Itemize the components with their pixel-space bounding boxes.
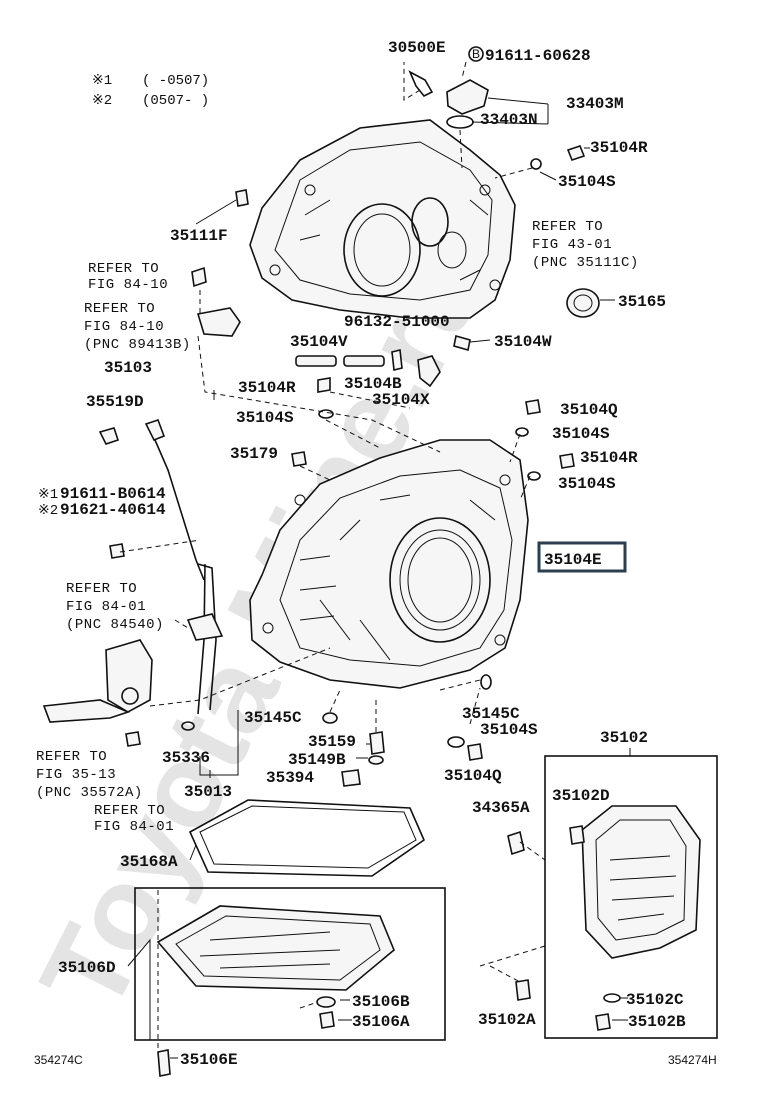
- ref-fig-43-01-line3[interactable]: (PNC 35111C): [532, 255, 639, 271]
- speed-sensor-parts: [408, 46, 489, 129]
- label-35102[interactable]: 35102: [600, 729, 648, 747]
- oil-pan-group-box: [134, 887, 446, 1041]
- label-35104S-mid[interactable]: 35104S: [236, 409, 294, 427]
- label-91611-B0614[interactable]: 91611-B0614: [60, 485, 166, 503]
- ref-fig-43-01-line1[interactable]: REFER TO: [532, 219, 603, 235]
- oil-pan-gasket: [188, 799, 425, 877]
- small-parts: [98, 145, 600, 559]
- label-35106E[interactable]: 35106E: [180, 1051, 238, 1069]
- label-35104X[interactable]: 35104X: [372, 391, 430, 409]
- label-35104Q-lower[interactable]: 35104Q: [444, 767, 502, 785]
- bolt-mark-b: B: [472, 47, 480, 61]
- label-35165[interactable]: 35165: [618, 293, 666, 311]
- label-35519D[interactable]: 35519D: [86, 393, 144, 411]
- reference-notes: REFER TO FIG 43-01 (PNC 35111C) REFER TO…: [36, 219, 639, 835]
- label-30500E[interactable]: 30500E: [388, 39, 446, 57]
- label-35179[interactable]: 35179: [230, 445, 278, 463]
- label-35394[interactable]: 35394: [266, 769, 314, 787]
- ref-fig-84-10b-line3[interactable]: (PNC 89413B): [84, 337, 191, 353]
- figure-code-right: 354274H: [668, 1053, 717, 1067]
- label-34365A[interactable]: 34365A: [472, 799, 530, 817]
- ref-fig-35-13-line1[interactable]: REFER TO: [36, 749, 107, 765]
- part-labels: 30500E 91611-60628 B 33403M 33403N 35104…: [38, 39, 686, 1069]
- label-91611-60628[interactable]: 91611-60628: [485, 47, 591, 65]
- oil-level-gauge: [144, 418, 224, 715]
- label-35104S-right1[interactable]: 35104S: [552, 425, 610, 443]
- label-35106A[interactable]: 35106A: [352, 1013, 410, 1031]
- neutral-start-switch: [42, 639, 153, 747]
- ref-fig-84-01a-line2[interactable]: FIG 84-01: [66, 599, 146, 615]
- label-35104R-top[interactable]: 35104R: [590, 139, 648, 157]
- label-35104R-right[interactable]: 35104R: [580, 449, 638, 467]
- oil-strainer: [515, 805, 701, 1031]
- label-35104R-mid[interactable]: 35104R: [238, 379, 296, 397]
- label-35168A[interactable]: 35168A: [120, 853, 178, 871]
- ref-fig-84-01b-line1[interactable]: REFER TO: [94, 803, 165, 819]
- ref-fig-43-01-line2[interactable]: FIG 43-01: [532, 237, 612, 253]
- variant-notes: ※1 ( -0507) ※2 (0507- ): [92, 73, 209, 109]
- label-33403N[interactable]: 33403N: [480, 111, 538, 129]
- note-mark-2: ※2: [92, 93, 112, 109]
- label-33403M[interactable]: 33403M: [566, 95, 624, 113]
- ref-fig-35-13-line2[interactable]: FIG 35-13: [36, 767, 116, 783]
- note-range-2: (0507- ): [142, 93, 209, 109]
- oil-pan: [156, 905, 395, 1077]
- label-35111F[interactable]: 35111F: [170, 227, 228, 245]
- note-range-1: ( -0507): [142, 73, 209, 89]
- small-parts-lower: [181, 674, 525, 856]
- label-35102C[interactable]: 35102C: [626, 991, 684, 1009]
- leader-lines: [119, 61, 631, 1059]
- transaxle-case: [249, 439, 529, 689]
- label-35145C-left[interactable]: 35145C: [244, 709, 302, 727]
- label-35104V[interactable]: 35104V: [290, 333, 348, 351]
- label-35013[interactable]: 35013: [184, 783, 232, 801]
- note-mark-1: ※1: [92, 73, 112, 89]
- strainer-group-box: [544, 755, 718, 1039]
- ref-fig-84-10b-line1[interactable]: REFER TO: [84, 301, 155, 317]
- label-35145C-right[interactable]: 35145C: [462, 705, 520, 723]
- label-35102B[interactable]: 35102B: [628, 1013, 686, 1031]
- ref-fig-84-10a-line1[interactable]: REFER TO: [88, 261, 159, 277]
- ref-fig-84-10b-line2[interactable]: FIG 84-10: [84, 319, 164, 335]
- ref-fig-84-01b-line2[interactable]: FIG 84-01: [94, 819, 174, 835]
- label-35104S-lower[interactable]: 35104S: [480, 721, 538, 739]
- label-35104S-right2[interactable]: 35104S: [558, 475, 616, 493]
- label-35104Q-top[interactable]: 35104Q: [560, 401, 618, 419]
- label-35103[interactable]: 35103: [104, 359, 152, 377]
- note-mark-1-bolt: ※1: [38, 487, 58, 503]
- ref-fig-84-01a-line1[interactable]: REFER TO: [66, 581, 137, 597]
- ref-fig-84-10a-line2[interactable]: FIG 84-10: [88, 277, 168, 293]
- label-35106D[interactable]: 35106D: [58, 959, 116, 977]
- figure-code-left: 354274C: [34, 1053, 83, 1067]
- label-35104W[interactable]: 35104W: [494, 333, 552, 351]
- label-35102A[interactable]: 35102A: [478, 1011, 536, 1029]
- ref-fig-35-13-line3[interactable]: (PNC 35572A): [36, 785, 143, 801]
- transaxle-housing-upper: [249, 119, 516, 319]
- ref-fig-84-01a-line3[interactable]: (PNC 84540): [66, 617, 164, 633]
- label-35104B[interactable]: 35104B: [344, 375, 402, 393]
- highlight-box-35104E: [537, 541, 627, 573]
- note-mark-2-bolt: ※2: [38, 503, 58, 519]
- label-35104E-highlighted[interactable]: 35104E: [544, 551, 602, 569]
- label-96132-51000[interactable]: 96132-51000: [344, 313, 450, 331]
- label-35159[interactable]: 35159: [308, 733, 356, 751]
- label-35149B[interactable]: 35149B: [288, 751, 346, 769]
- label-35102D[interactable]: 35102D: [552, 787, 610, 805]
- label-35104S-top[interactable]: 35104S: [558, 173, 616, 191]
- label-35106B[interactable]: 35106B: [352, 993, 410, 1011]
- label-35336[interactable]: 35336: [162, 749, 210, 767]
- label-91621-40614[interactable]: 91621-40614: [60, 501, 166, 519]
